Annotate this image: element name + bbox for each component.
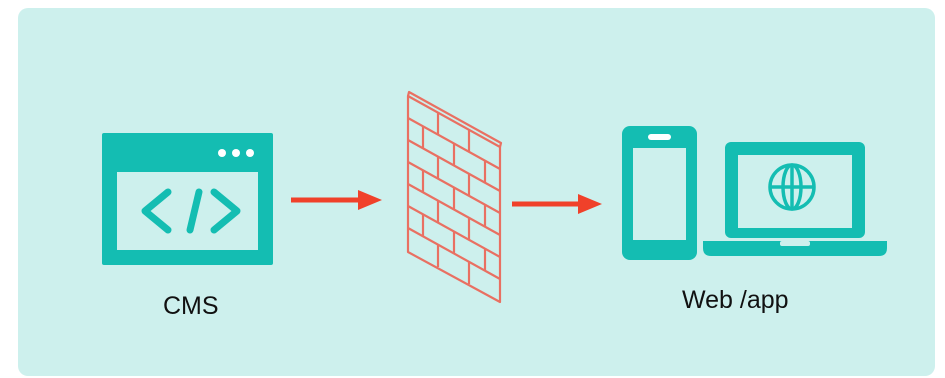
- web-app-label: Web /app: [682, 286, 789, 314]
- cms-label: CMS: [163, 292, 219, 320]
